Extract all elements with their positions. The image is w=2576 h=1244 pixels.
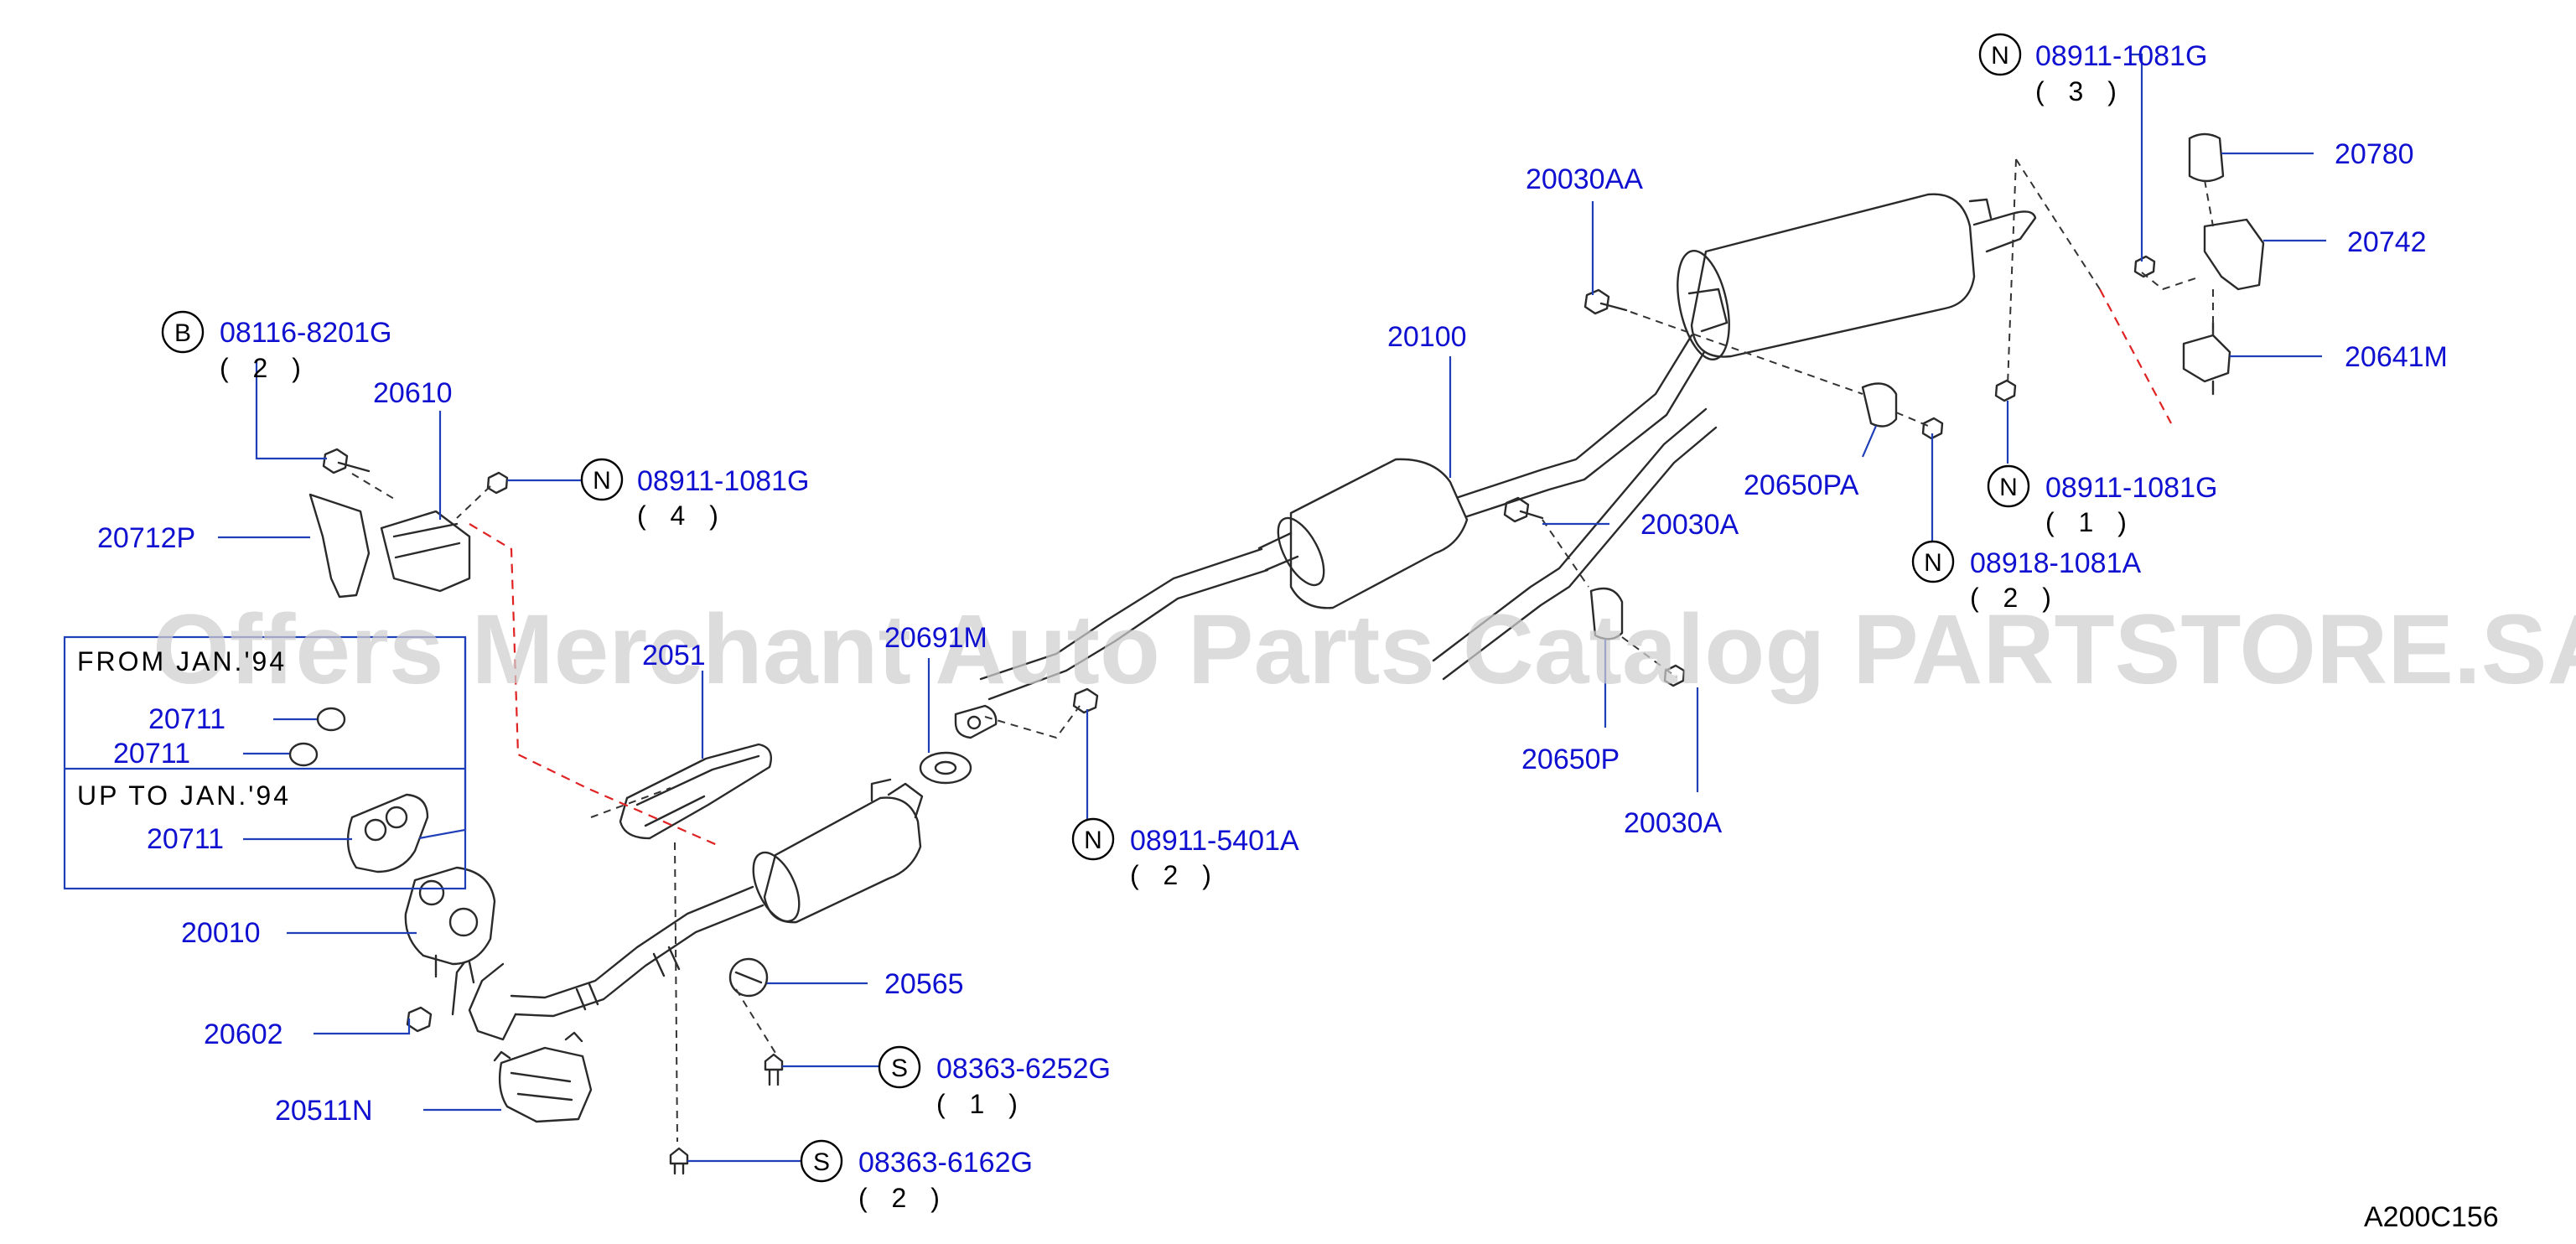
part-label-20511N[interactable]: 20511N bbox=[275, 1095, 373, 1127]
part-label-20780[interactable]: 20780 bbox=[2335, 138, 2414, 170]
fastener-prefix: B bbox=[174, 319, 191, 347]
assembly-dash-lines bbox=[351, 158, 2214, 1143]
fastener-prefix-circle bbox=[1978, 33, 2022, 76]
fastener-s-08363-6252g[interactable]: S 08363-6252G ( 1 ) bbox=[878, 1045, 1111, 1119]
fastener-prefix: N bbox=[1924, 549, 1942, 577]
part-label-20602[interactable]: 20602 bbox=[204, 1019, 283, 1050]
fastener-prefix-circle bbox=[800, 1139, 843, 1183]
part-label-20712P[interactable]: 20712P bbox=[97, 522, 195, 554]
part-labels: 20610 20712P 20711 20711 20711 20010 206… bbox=[97, 138, 2448, 1127]
part-label-20641M[interactable]: 20641M bbox=[2345, 341, 2448, 373]
fastener-prefix-circle bbox=[580, 458, 624, 501]
part-label-20030AA[interactable]: 20030AA bbox=[1526, 163, 1643, 195]
fastener-number: 08911-1081G bbox=[637, 465, 809, 497]
part-label-20650PA[interactable]: 20650PA bbox=[1744, 469, 1859, 501]
fastener-qty: ( 3 ) bbox=[2035, 76, 2125, 106]
part-label-20100[interactable]: 20100 bbox=[1387, 321, 1467, 353]
part-label-20742[interactable]: 20742 bbox=[2347, 226, 2427, 258]
fastener-n-08911-5401a[interactable]: N 08911-5401A ( 2 ) bbox=[1071, 817, 1299, 890]
exhaust-line-art bbox=[288, 132, 2265, 1175]
fastener-prefix-circle bbox=[161, 310, 205, 354]
fastener-qty: ( 2 ) bbox=[1130, 860, 1220, 890]
fastener-prefix: N bbox=[1999, 474, 2018, 501]
fastener-n-08918-1081a[interactable]: N 08918-1081A ( 2 ) bbox=[1911, 540, 2142, 613]
part-label-20711-a[interactable]: 20711 bbox=[148, 703, 225, 735]
fastener-number: 08911-1081G bbox=[2045, 472, 2217, 504]
fastener-qty: ( 2 ) bbox=[858, 1183, 948, 1213]
fastener-prefix: S bbox=[891, 1055, 908, 1082]
fastener-qty: ( 1 ) bbox=[936, 1089, 1026, 1119]
part-label-20650P[interactable]: 20650P bbox=[1521, 744, 1620, 775]
part-label-20711-b[interactable]: 20711 bbox=[113, 738, 190, 770]
fastener-labels: B 08116-8201G ( 2 ) N 08911-1081G ( 4 ) … bbox=[161, 33, 2217, 1213]
fastener-number: 08116-8201G bbox=[220, 317, 391, 349]
part-label-20030A-upper[interactable]: 20030A bbox=[1640, 509, 1739, 541]
part-label-20610[interactable]: 20610 bbox=[373, 377, 453, 409]
part-label-20711-c[interactable]: 20711 bbox=[147, 823, 224, 855]
fastener-prefix: N bbox=[593, 467, 611, 495]
inset-upto-label: UP TO JAN.'94 bbox=[77, 780, 291, 811]
diagram-code: A200C156 bbox=[2364, 1201, 2499, 1233]
fastener-qty: ( 2 ) bbox=[220, 353, 309, 383]
fastener-prefix: S bbox=[813, 1148, 830, 1176]
fastener-number: 08918-1081A bbox=[1970, 547, 2142, 579]
part-label-20565[interactable]: 20565 bbox=[884, 968, 964, 1000]
fastener-prefix: N bbox=[1084, 827, 1102, 854]
fastener-qty: ( 2 ) bbox=[1970, 583, 2060, 613]
fastener-number: 08911-1081G bbox=[2035, 40, 2207, 72]
part-label-20030A-lower[interactable]: 20030A bbox=[1624, 807, 1723, 839]
fastener-s-08363-6162g[interactable]: S 08363-6162G ( 2 ) bbox=[800, 1139, 1033, 1213]
fastener-n-08911-1081g-qty4[interactable]: N 08911-1081G ( 4 ) bbox=[580, 458, 809, 531]
fastener-prefix: N bbox=[1991, 42, 2009, 70]
fastener-number: 08363-6252G bbox=[936, 1053, 1111, 1085]
fastener-prefix-circle bbox=[878, 1045, 921, 1089]
leader-lines bbox=[218, 53, 2326, 1163]
fastener-qty: ( 1 ) bbox=[2045, 507, 2135, 537]
fastener-prefix-circle bbox=[1987, 464, 2030, 508]
part-label-20010[interactable]: 20010 bbox=[181, 917, 261, 949]
fastener-prefix-circle bbox=[1071, 817, 1115, 861]
fastener-n-08911-1081g-qty3[interactable]: N 08911-1081G ( 3 ) bbox=[1978, 33, 2207, 106]
fastener-number: 08363-6162G bbox=[858, 1147, 1033, 1179]
fastener-b-08116-8201g[interactable]: B 08116-8201G ( 2 ) bbox=[161, 310, 391, 383]
inset-from-label: FROM JAN.'94 bbox=[77, 646, 287, 676]
fastener-qty: ( 4 ) bbox=[637, 500, 727, 531]
fastener-n-08911-1081g-qty1[interactable]: N 08911-1081G ( 1 ) bbox=[1987, 464, 2217, 537]
fastener-prefix-circle bbox=[1911, 540, 1955, 583]
part-label-2051x[interactable]: 2051 bbox=[642, 640, 706, 671]
watermark: Offers Merchant Auto Parts Catalog PARTS… bbox=[153, 594, 2576, 705]
part-label-20691M[interactable]: 20691M bbox=[884, 622, 987, 654]
fastener-number: 08911-5401A bbox=[1130, 825, 1299, 857]
